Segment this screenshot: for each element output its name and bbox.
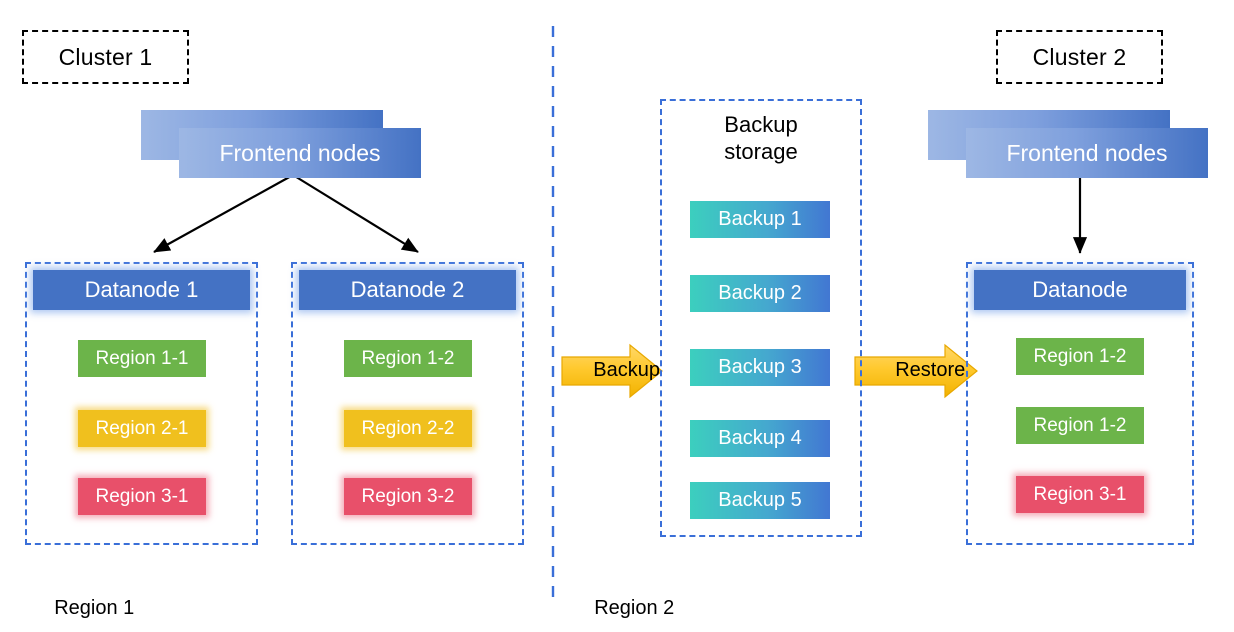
datanode-restored-header: Datanode — [974, 270, 1186, 310]
restore-arrow-label: Restore — [873, 334, 965, 407]
region-2-label: Region 2 — [572, 572, 674, 632]
datanode-1-region-1: Region 1-1 — [78, 340, 206, 377]
backup-item-label: Backup 5 — [718, 489, 802, 511]
arrow-frontend-to-datanode-2 — [292, 174, 419, 253]
datanode-2-region-3: Region 3-2 — [344, 478, 472, 515]
datanode-1-header: Datanode 1 — [33, 270, 250, 310]
cluster-2-label: Cluster 2 — [1032, 43, 1127, 70]
region-label: Region 1-1 — [95, 347, 189, 369]
cluster-2-frontend-nodes-label: Frontend nodes — [1006, 139, 1168, 166]
cluster-1-frontend-nodes: Frontend nodes — [141, 110, 421, 180]
backup-item-label: Backup 2 — [718, 282, 802, 304]
region-label: Region 1-2 — [1033, 414, 1127, 436]
frontend-nodes-front-plate: Frontend nodes — [966, 128, 1208, 178]
backup-storage-title-line-2: storage — [724, 138, 798, 164]
region-1-label: Region 1 — [32, 572, 134, 632]
datanode-restored-title: Datanode — [1032, 277, 1128, 302]
backup-item-label: Backup 3 — [718, 356, 802, 378]
region-label: Region 3-1 — [1033, 483, 1127, 505]
backup-item-label: Backup 1 — [718, 208, 802, 230]
region-label: Region 3-1 — [95, 485, 189, 507]
region-label: Region 2-1 — [95, 417, 189, 439]
frontend-nodes-front-plate: Frontend nodes — [179, 128, 421, 178]
datanode-1-region-2: Region 2-1 — [78, 410, 206, 447]
backup-item-label: Backup 4 — [718, 427, 802, 449]
region-label: Region 2-2 — [361, 417, 455, 439]
cluster-2-frontend-nodes: Frontend nodes — [928, 110, 1208, 180]
backup-item-5: Backup 5 — [690, 482, 830, 519]
cluster-1-frontend-nodes-label: Frontend nodes — [219, 139, 381, 166]
backup-item-1: Backup 1 — [690, 201, 830, 238]
datanode-restored-container — [966, 262, 1194, 545]
datanode-restored-region-1: Region 1-2 — [1016, 338, 1144, 375]
backup-storage-container — [660, 99, 862, 537]
datanode-2-region-1: Region 1-2 — [344, 340, 472, 377]
backup-item-4: Backup 4 — [690, 420, 830, 457]
datanode-1-region-3: Region 3-1 — [78, 478, 206, 515]
region-label: Region 1-2 — [1033, 345, 1127, 367]
datanode-1-container — [25, 262, 258, 545]
backup-storage-title-line-1: Backup — [724, 112, 798, 137]
cluster-1-tag: Cluster 1 — [22, 30, 189, 84]
region-label: Region 3-2 — [361, 485, 455, 507]
datanode-2-header: Datanode 2 — [299, 270, 516, 310]
datanode-1-title: Datanode 1 — [84, 277, 199, 302]
restore-arrow-label-text: Restore — [895, 359, 966, 382]
backup-item-2: Backup 2 — [690, 275, 830, 312]
backup-arrow-label: Backup — [571, 334, 660, 407]
backup-arrow-label-text: Backup — [593, 359, 660, 382]
cluster-2-tag: Cluster 2 — [996, 30, 1163, 84]
datanode-restored-region-3: Region 3-1 — [1016, 476, 1144, 513]
datanode-2-region-2: Region 2-2 — [344, 410, 472, 447]
datanode-2-container — [291, 262, 524, 545]
datanode-restored-region-2: Region 1-2 — [1016, 407, 1144, 444]
backup-item-3: Backup 3 — [690, 349, 830, 386]
cluster-1-label: Cluster 1 — [58, 43, 153, 70]
region-label: Region 1-2 — [361, 347, 455, 369]
arrow-frontend-to-datanode-1 — [153, 174, 294, 253]
datanode-2-title: Datanode 2 — [350, 277, 465, 302]
region-2-label-text: Region 2 — [594, 597, 675, 620]
region-1-label-text: Region 1 — [54, 597, 135, 620]
